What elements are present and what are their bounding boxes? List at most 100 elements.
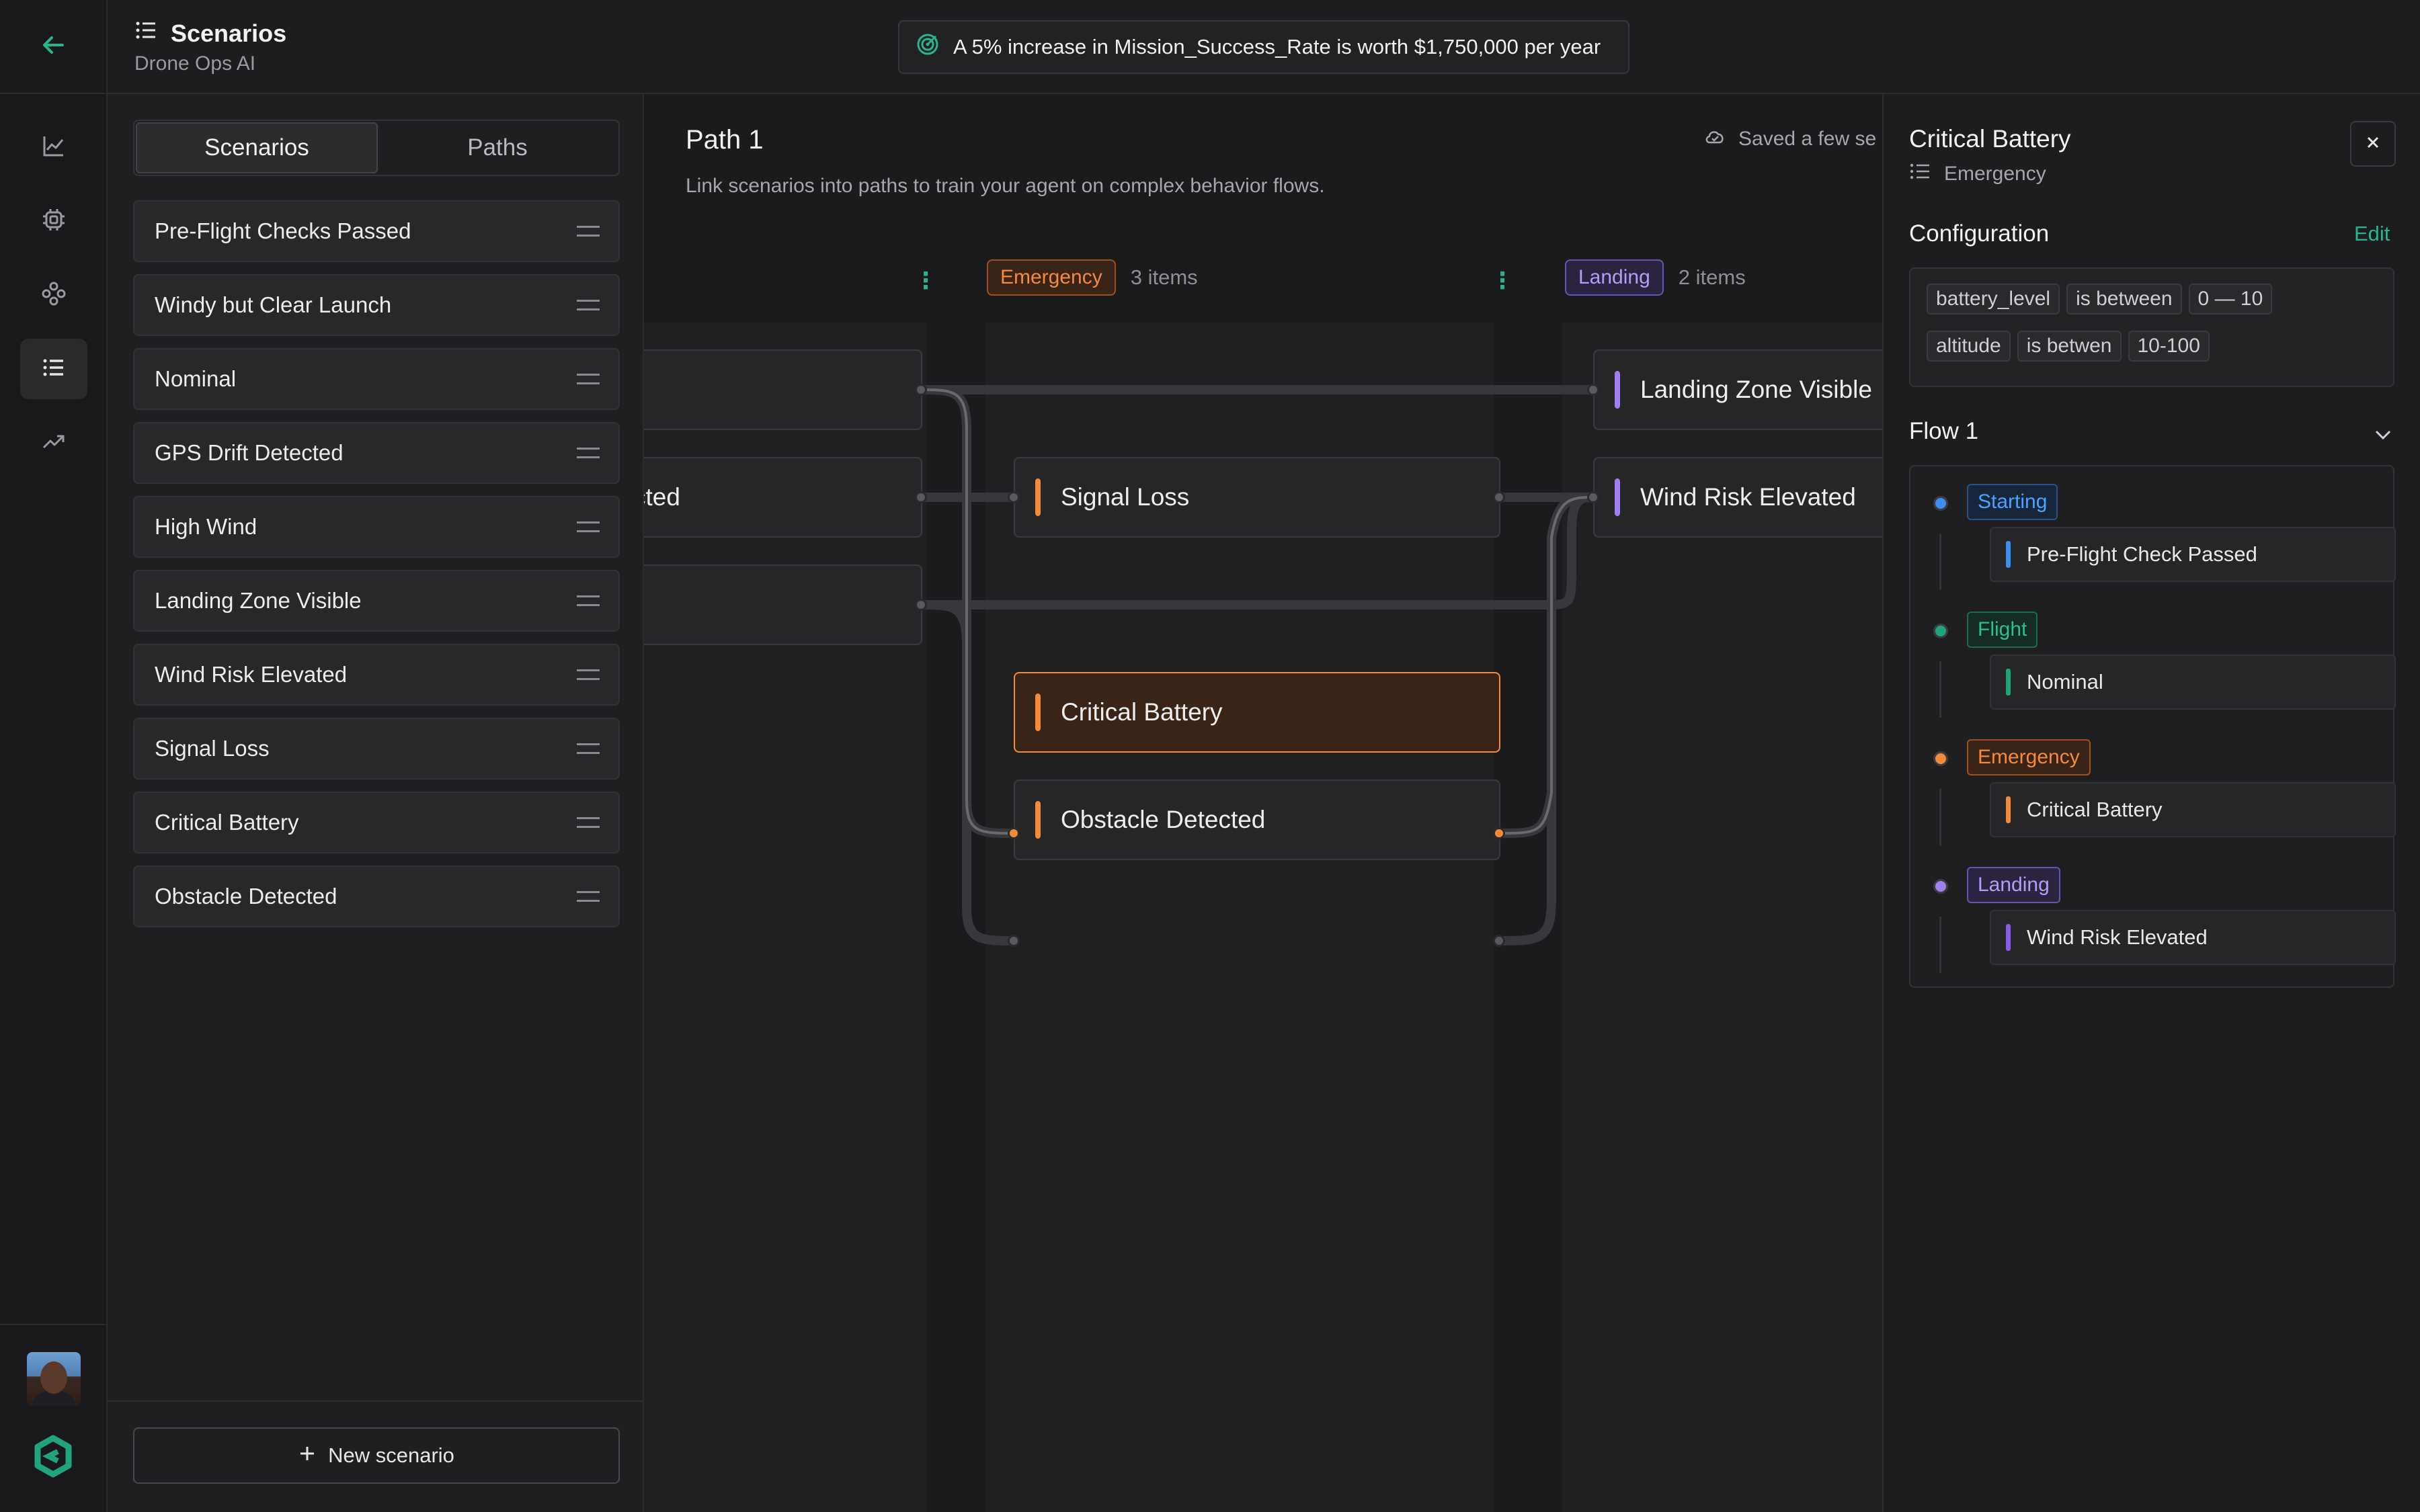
drag-handle-icon[interactable] <box>577 669 600 680</box>
stage-chip: Emergency <box>1967 739 2091 775</box>
chevron-down-icon[interactable] <box>2372 423 2394 450</box>
list-item[interactable]: Wind Risk Elevated <box>133 644 620 706</box>
tab-paths[interactable]: Paths <box>467 134 528 161</box>
agents-nav-button[interactable] <box>20 265 87 325</box>
list-item[interactable]: High Wind <box>133 496 620 558</box>
list-icon <box>134 19 157 48</box>
list-item[interactable]: Nominal <box>133 348 620 410</box>
scenario-node[interactable] <box>644 564 922 645</box>
path-description: Link scenarios into paths to train your … <box>686 175 1325 197</box>
connector-port[interactable] <box>1587 491 1599 503</box>
condition-field[interactable]: battery_level <box>1927 284 2060 314</box>
stage-connector <box>1939 534 1941 590</box>
target-icon <box>916 32 940 62</box>
value-banner: A 5% increase in Mission_Success_Rate is… <box>898 20 1629 74</box>
node-label: Landing Zone Visible <box>1640 376 1872 403</box>
close-button[interactable] <box>2350 121 2396 167</box>
scenario-node-critical-battery[interactable]: Critical Battery <box>1014 672 1500 753</box>
scenario-node-signal-loss[interactable]: Signal Loss <box>1014 457 1500 538</box>
list-item[interactable]: Signal Loss <box>133 718 620 780</box>
flow-scenario[interactable]: Pre-Flight Check Passed <box>1990 527 2396 582</box>
scenario-node[interactable] <box>644 349 922 430</box>
node-label: cted <box>644 483 680 511</box>
list-item-label: GPS Drift Detected <box>155 440 344 465</box>
condition-value[interactable]: 10-100 <box>2128 331 2210 362</box>
tab-scenarios[interactable]: Scenarios <box>136 122 378 173</box>
drag-handle-icon[interactable] <box>577 448 600 458</box>
connector-port[interactable] <box>1008 935 1020 947</box>
save-status-text: Saved a few se <box>1738 128 1877 150</box>
column-menu-icon[interactable]: ⋮ <box>1491 268 1514 294</box>
new-scenario-button[interactable]: New scenario <box>133 1427 620 1484</box>
condition-operator[interactable]: is between <box>2066 284 2182 314</box>
connector-port[interactable] <box>1587 384 1599 396</box>
banner-text: A 5% increase in Mission_Success_Rate is… <box>953 35 1601 58</box>
flow-scenario[interactable]: Critical Battery <box>1990 782 2396 837</box>
connector-port[interactable] <box>915 384 927 396</box>
drag-handle-icon[interactable] <box>577 374 600 384</box>
stage-chip: Landing <box>1967 867 2060 903</box>
category-bar <box>1035 694 1041 731</box>
node-label: Signal Loss <box>1061 483 1190 511</box>
column-header-landing: Landing 2 items <box>1565 259 1746 296</box>
stage-chip: Starting <box>1967 484 2058 520</box>
icon-rail <box>0 0 108 1512</box>
edit-button[interactable]: Edit <box>2354 222 2390 245</box>
cloud-icon <box>1703 126 1726 152</box>
drag-handle-icon[interactable] <box>577 595 600 606</box>
flow-scenario-label: Pre-Flight Check Passed <box>2027 542 2257 566</box>
scenario-panel: Scenarios Paths Pre-Flight Checks Passed… <box>108 94 644 1512</box>
analytics-nav-button[interactable] <box>20 117 87 177</box>
scenario-node-wind-risk-elevated[interactable]: Wind Risk Elevated <box>1593 457 1882 538</box>
avatar[interactable] <box>27 1352 81 1406</box>
scenario-node[interactable]: cted <box>644 457 922 538</box>
drag-handle-icon[interactable] <box>577 300 600 310</box>
category-chip: Emergency <box>987 259 1116 296</box>
connector-port[interactable] <box>1008 491 1020 503</box>
metrics-nav-button[interactable] <box>20 413 87 473</box>
back-arrow-icon[interactable] <box>40 32 67 62</box>
plus-icon <box>298 1443 316 1468</box>
connector-port[interactable] <box>1493 491 1505 503</box>
scenario-node-landing-zone-visible[interactable]: Landing Zone Visible <box>1593 349 1882 430</box>
item-count: 2 items <box>1678 265 1746 289</box>
item-count: 3 items <box>1130 265 1198 289</box>
scenarios-nav-button[interactable] <box>20 339 87 399</box>
list-item[interactable]: Critical Battery <box>133 792 620 853</box>
condition-operator[interactable]: is betwen <box>2017 331 2122 362</box>
save-status: Saved a few se <box>1703 126 1876 152</box>
list-item[interactable]: GPS Drift Detected <box>133 422 620 484</box>
node-label: Critical Battery <box>1061 698 1223 726</box>
drag-handle-icon[interactable] <box>577 817 600 828</box>
category-chip: Landing <box>1565 259 1664 296</box>
connector-port[interactable] <box>915 599 927 611</box>
list-item[interactable]: Landing Zone Visible <box>133 570 620 632</box>
flow-scenario[interactable]: Wind Risk Elevated <box>1990 910 2396 965</box>
stage-chip: Flight <box>1967 612 2038 648</box>
drag-handle-icon[interactable] <box>577 226 600 237</box>
flow-scenario[interactable]: Nominal <box>1990 655 2396 710</box>
drag-handle-icon[interactable] <box>577 891 600 902</box>
list-item[interactable]: Obstacle Detected <box>133 866 620 927</box>
condition-value[interactable]: 0 — 10 <box>2188 284 2273 314</box>
connector-port[interactable] <box>1008 827 1020 839</box>
node-label: Obstacle Detected <box>1061 806 1266 833</box>
connector-port[interactable] <box>915 491 927 503</box>
drag-handle-icon[interactable] <box>577 743 600 754</box>
scenario-node-obstacle-detected[interactable]: Obstacle Detected <box>1014 780 1500 860</box>
column-menu-icon[interactable]: ⋮ <box>914 268 937 294</box>
connector-port[interactable] <box>1493 827 1505 839</box>
list-item[interactable]: Pre-Flight Checks Passed <box>133 200 620 262</box>
path-canvas: Path 1 Link scenarios into paths to trai… <box>644 94 1882 1512</box>
drag-handle-icon[interactable] <box>577 521 600 532</box>
trending-up-icon <box>40 428 67 458</box>
models-nav-button[interactable] <box>20 191 87 251</box>
top-bar: Scenarios Drone Ops AI A 5% increase in … <box>108 0 2420 94</box>
rail-header <box>0 0 106 94</box>
connector-port[interactable] <box>1493 935 1505 947</box>
project-name: Drone Ops AI <box>134 52 256 75</box>
flow-heading: Flow 1 <box>1909 418 1979 444</box>
list-item[interactable]: Windy but Clear Launch <box>133 274 620 336</box>
condition-field[interactable]: altitude <box>1927 331 2011 362</box>
chip-icon <box>40 206 67 237</box>
